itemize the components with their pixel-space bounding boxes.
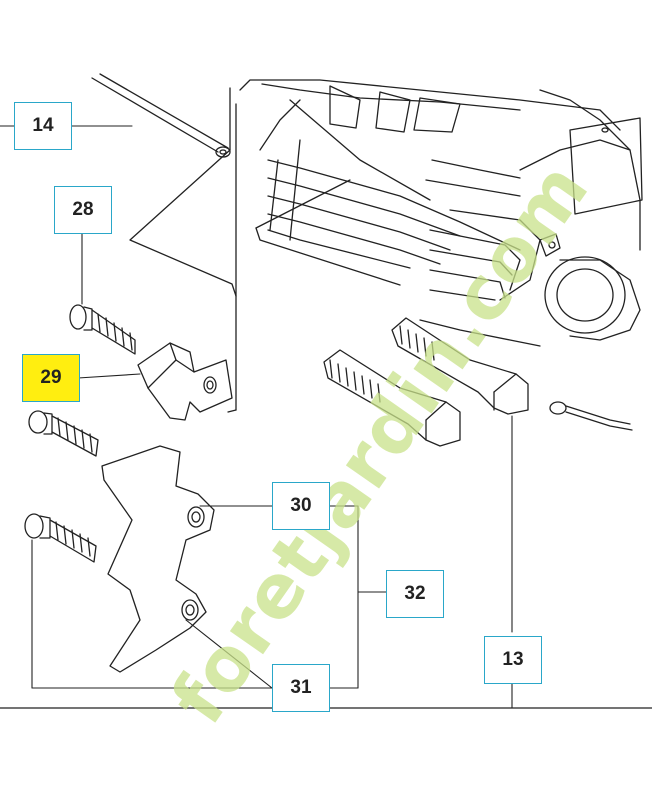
saw-housing <box>129 79 643 413</box>
callout-29-highlighted[interactable]: 29 <box>22 354 80 402</box>
callout-32[interactable]: 32 <box>386 570 444 618</box>
callout-13[interactable]: 13 <box>484 636 542 684</box>
long-bolt-right <box>391 317 529 415</box>
bracket-part-29 <box>137 342 233 421</box>
rod-part <box>91 73 231 158</box>
chain-catcher <box>549 401 633 431</box>
callout-30[interactable]: 30 <box>272 482 330 530</box>
callout-28[interactable]: 28 <box>54 186 112 234</box>
callout-31[interactable]: 31 <box>272 664 330 712</box>
long-bolt-center <box>323 349 461 447</box>
callout-14[interactable]: 14 <box>14 102 72 150</box>
bolt-part-28 <box>69 304 136 355</box>
bolt-part-left-lower <box>24 513 97 563</box>
leader-lines <box>0 125 513 709</box>
bolt-part-left-upper <box>28 410 99 457</box>
guard-plate-part-32 <box>101 445 215 673</box>
